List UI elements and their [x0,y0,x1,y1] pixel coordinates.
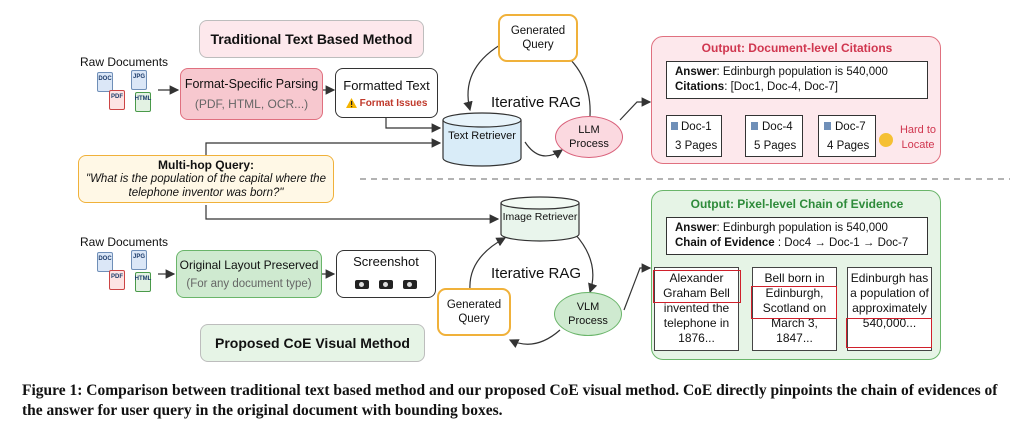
jpg-file-icon: JPG [131,250,147,270]
camera-icon [403,280,417,289]
doc-card-pages: 4 Pages [827,140,870,152]
html-file-icon: HTML [135,272,151,292]
raw-documents-icons-top: DOC JPG PDF HTML [95,70,159,122]
layout-title: Original Layout Preserved [179,258,319,272]
doc-card: Doc-7 4 Pages [818,115,876,157]
multi-hop-query-box: Multi-hop Query: "What is the population… [78,155,334,203]
database-icon [442,112,522,167]
camera-icons [350,276,422,294]
text-retriever-cylinder: Text Retriever [442,112,522,168]
image-retriever-label: Image Retriever [502,211,578,223]
parsing-subtitle: (PDF, HTML, OCR...) [194,97,309,111]
evidence-card-2: Bell born in Edinburgh, Scotland on Marc… [752,267,837,351]
formatted-text-label: Formatted Text [343,77,430,93]
format-issues-label: Format Issues [345,98,427,109]
camera-icon [355,280,369,289]
evidence-highlight-3 [846,318,932,348]
proposed-method-title-text: Proposed CoE Visual Method [215,335,410,351]
screenshot-label: Screenshot [353,254,419,269]
doc-card: Doc-1 3 Pages [666,115,722,157]
generated-query-box-top: Generated Query [498,14,578,62]
traditional-method-title-text: Traditional Text Based Method [210,31,413,47]
raw-documents-label-top: Raw Documents [80,55,169,69]
evidence-highlight-1 [653,270,741,303]
evidence-highlight-2 [751,286,837,319]
raw-documents-label-bottom: Raw Documents [80,235,169,249]
doc-card-pages: 3 Pages [675,140,718,152]
query-title: Multi-hop Query: [158,158,254,172]
proposed-method-title: Proposed CoE Visual Method [200,324,425,362]
vlm-process-ellipse: VLM Process [554,292,622,336]
query-text: "What is the population of the capital w… [86,173,326,199]
iterative-rag-label-top: Iterative RAG [491,94,582,111]
screenshot-box: Screenshot [336,250,436,298]
doc-card-name: Doc-7 [835,121,866,133]
warning-icon [345,98,357,108]
doc-card-pages: 5 Pages [754,140,797,152]
html-file-icon: HTML [135,92,151,112]
evidence-card-3: Edinburgh has a population of approximat… [847,267,932,351]
pdf-file-icon: PDF [109,270,125,290]
output-evidence-title: Output: Pixel-level Chain of Evidence [690,197,904,211]
jpg-file-icon: JPG [131,70,147,90]
citation-answer-box: Answer: Edinburgh population is 540,000 … [666,61,928,99]
output-document-citations-panel: Output: Document-level Citations Answer:… [651,36,941,164]
layout-subtitle: (For any document type) [186,278,312,290]
figure-caption: Figure 1: Comparison between traditional… [22,382,998,419]
doc-card-name: Doc-4 [762,121,793,133]
evidence-answer-box: Answer: Edinburgh population is 540,000 … [666,217,928,255]
parsing-title: Format-Specific Parsing [184,77,319,91]
database-icon [500,196,580,242]
citations-line: Citations: [Doc1, Doc-4, Doc-7] [675,81,838,93]
confused-face-icon [879,133,893,147]
original-layout-preserved-box: Original Layout Preserved (For any docum… [176,250,322,298]
camera-icon [379,280,393,289]
chain-line: Chain of Evidence : Doc4 → Doc-1 → Doc-7 [675,237,909,249]
output-citations-title: Output: Document-level Citations [701,41,893,55]
llm-process-ellipse: LLM Process [555,116,623,158]
answer-line: Answer: Edinburgh population is 540,000 [675,66,888,78]
format-specific-parsing-box: Format-Specific Parsing (PDF, HTML, OCR.… [180,68,323,120]
doc-card: Doc-4 5 Pages [745,115,803,157]
evidence-card-1: Alexander Graham Bell invented the telep… [654,267,739,351]
iterative-rag-label-bottom: Iterative RAG [491,265,582,282]
generated-query-box-bottom: Generated Query [437,288,511,336]
doc-icon [824,122,831,130]
traditional-method-title: Traditional Text Based Method [199,20,424,58]
hard-to-locate-label: Hard to Locate [899,124,937,151]
doc-card-name: Doc-1 [681,121,712,133]
raw-documents-icons-bottom: DOC JPG PDF HTML [95,250,159,302]
pdf-file-icon: PDF [109,90,125,110]
text-retriever-label: Text Retriever [448,130,516,142]
image-retriever-cylinder: Image Retriever [500,196,580,242]
doc-icon [751,122,758,130]
doc-file-icon: DOC [97,72,113,92]
doc-icon [671,122,678,130]
answer-line: Answer: Edinburgh population is 540,000 [675,222,888,234]
doc-file-icon: DOC [97,252,113,272]
formatted-text-box: Formatted Text Format Issues [335,68,438,118]
